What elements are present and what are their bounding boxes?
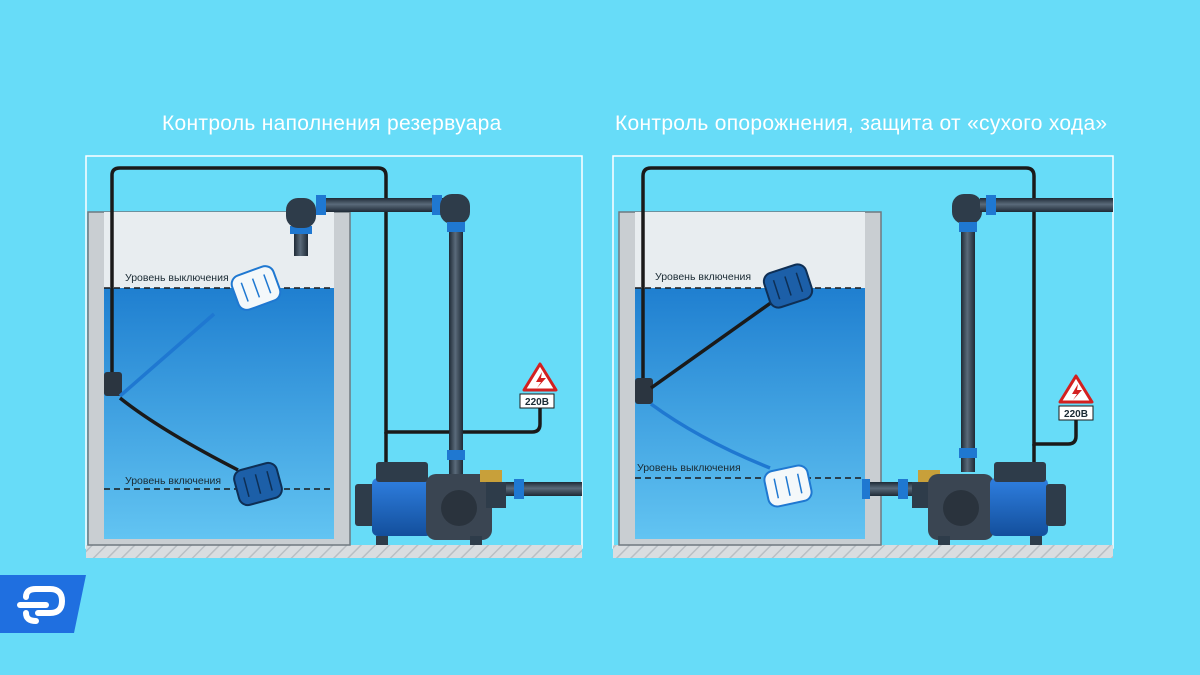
- discharge-pipe: [286, 194, 470, 474]
- pump-icon: [912, 462, 1066, 545]
- pump-icon: [355, 462, 506, 545]
- suction-pipe: [862, 479, 920, 499]
- float-switch-icon: [230, 265, 282, 311]
- suction-pipe: [500, 479, 582, 499]
- voltage-label: 220В: [1064, 409, 1088, 420]
- cable-clamp: [104, 372, 122, 396]
- ground: [86, 545, 582, 558]
- ground: [613, 545, 1113, 558]
- float-switch-icon: [762, 263, 814, 309]
- cable-clamp: [635, 378, 653, 404]
- level-on-label: Уровень включения: [125, 475, 221, 487]
- power-cable: [110, 166, 542, 434]
- float-switch-icon: [763, 464, 813, 508]
- warning-voltage-icon: [519, 362, 558, 409]
- float-cable-lower: [649, 402, 771, 470]
- level-off-label: Уровень выключения: [125, 272, 229, 284]
- brand-logo-icon: [0, 575, 86, 633]
- float-cable-upper: [118, 312, 216, 398]
- tank: [618, 211, 882, 546]
- discharge-pipe: [952, 194, 1113, 472]
- float-cable-upper: [649, 300, 774, 390]
- level-upper-label: Уровень включения: [655, 271, 751, 283]
- float-switch-icon: [233, 461, 283, 507]
- panel-fill-control: Уровень выключения Уровень включения: [85, 155, 583, 558]
- tank: [87, 211, 351, 546]
- power-cable: [641, 166, 1078, 446]
- panel-drain-control: Уровень включения Уровень выключения: [612, 155, 1114, 558]
- water: [635, 288, 865, 539]
- title-drain-control: Контроль опорожнения, защита от «сухого …: [615, 112, 1108, 135]
- float-cable-lower: [118, 396, 239, 472]
- title-fill-control: Контроль наполнения резервуара: [162, 112, 502, 135]
- level-lower-label: Уровень выключения: [637, 462, 741, 474]
- voltage-label: 220В: [525, 397, 549, 408]
- warning-voltage-icon: [1058, 374, 1094, 421]
